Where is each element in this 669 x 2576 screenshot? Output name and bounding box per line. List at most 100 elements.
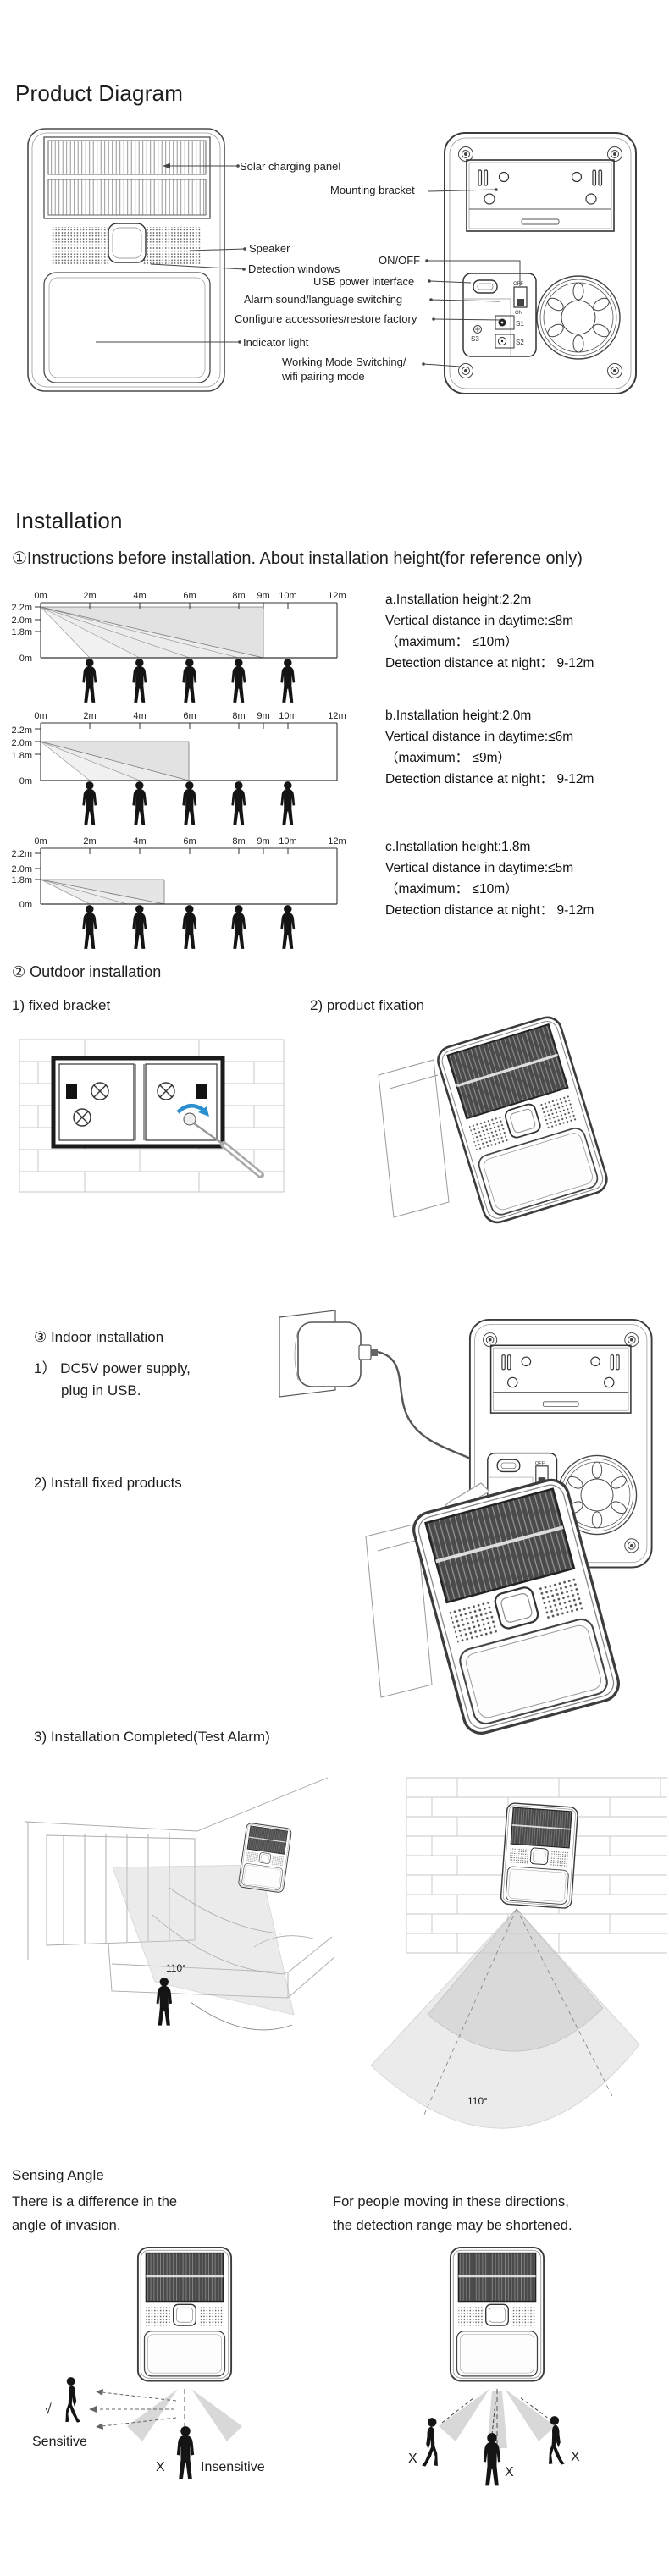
svg-text:9m: 9m	[257, 836, 269, 847]
insensitive-label: Insensitive	[201, 2460, 265, 2474]
back-device-drawing	[444, 132, 637, 394]
svg-text:1.8m: 1.8m	[12, 875, 32, 885]
svg-text:2.0m: 2.0m	[12, 864, 32, 874]
fixed-bracket-heading: 1) fixed bracket	[12, 997, 111, 1013]
fixed-bracket-drawing	[19, 1039, 285, 1193]
completed-room-scene	[25, 1777, 335, 2031]
case-b-text: b.Installation height:2.0m Vertical dist…	[385, 705, 594, 790]
product-diagram-title: Product Diagram	[15, 80, 184, 106]
svg-text:8m: 8m	[232, 836, 245, 847]
svg-text:8m: 8m	[232, 711, 245, 721]
label-indicator-light: Indicator light	[243, 336, 309, 349]
svg-text:12m: 12m	[328, 591, 346, 601]
height-ticks-c: 2.2m 2.0m 1.8m 0m	[12, 849, 32, 910]
check-mark: √	[44, 2402, 52, 2417]
x-mark-right-2: X	[505, 2465, 514, 2479]
svg-text:10m: 10m	[279, 711, 296, 721]
svg-text:10m: 10m	[279, 591, 296, 601]
persons-b	[82, 781, 296, 825]
svg-text:2.0m: 2.0m	[12, 738, 32, 748]
product-fixation-heading: 2) product fixation	[310, 997, 425, 1013]
installation-completed-heading: 3) Installation Completed(Test Alarm)	[34, 1729, 270, 1745]
sensing-left-drawing	[65, 2246, 242, 2479]
case-b-line3: （maximum： ≤9m）	[385, 751, 511, 765]
callout-leader-lines	[96, 163, 521, 367]
svg-text:9m: 9m	[257, 711, 269, 721]
svg-text:2.2m: 2.2m	[12, 603, 32, 613]
sensitive-label: Sensitive	[32, 2435, 87, 2449]
svg-text:2m: 2m	[83, 836, 96, 847]
height-ticks-a: 2.2m 2.0m 1.8m 0m	[12, 603, 32, 664]
svg-text:0m: 0m	[34, 591, 47, 601]
svg-text:2.0m: 2.0m	[12, 615, 32, 626]
angle-110-room: 110°	[166, 1962, 186, 1974]
x-mark-insensitive: X	[156, 2460, 165, 2474]
x-mark-right-1: X	[408, 2452, 417, 2466]
indoor-plug-drawing	[279, 1310, 500, 1476]
label-detection-windows: Detection windows	[248, 262, 340, 275]
svg-text:1.8m: 1.8m	[12, 627, 32, 637]
case-a-text: a.Installation height:2.2m Vertical dist…	[385, 589, 594, 674]
label-speaker: Speaker	[249, 242, 290, 255]
svg-text:0m: 0m	[34, 711, 47, 721]
svg-text:2m: 2m	[83, 711, 96, 721]
case-a-line2: Vertical distance in daytime:≤8m	[385, 614, 574, 628]
dc5v-line1: 1） DC5V power supply,	[34, 1360, 191, 1376]
svg-text:2m: 2m	[83, 591, 96, 601]
sensing-right-line2: the detection range may be shortened.	[333, 2218, 572, 2233]
case-a-line4: Detection distance at night： 9-12m	[385, 656, 594, 670]
case-b-line1: b.Installation height:2.0m	[385, 709, 532, 723]
label-working-mode-line2: wifi pairing mode	[282, 370, 365, 383]
front-device-drawing	[27, 128, 225, 392]
case-c-line2: Vertical distance in daytime:≤5m	[385, 861, 574, 875]
svg-text:2.2m: 2.2m	[12, 849, 32, 859]
sensing-left-line2: angle of invasion.	[12, 2218, 121, 2233]
svg-text:2.2m: 2.2m	[12, 725, 32, 736]
svg-text:0m: 0m	[19, 900, 32, 910]
svg-text:0m: 0m	[19, 654, 32, 664]
product-fixation-drawing	[378, 1012, 612, 1227]
svg-text:4m: 4m	[133, 711, 146, 721]
svg-text:0m: 0m	[19, 776, 32, 786]
svg-text:6m: 6m	[183, 711, 196, 721]
svg-text:6m: 6m	[183, 591, 196, 601]
sensing-right-drawing	[422, 2246, 565, 2486]
indoor-installation-heading: ③ Indoor installation	[34, 1329, 164, 1345]
label-on-off: ON/OFF	[379, 254, 421, 267]
installation-step1-heading: ①Instructions before installation. About…	[12, 549, 583, 568]
height-ticks-b: 2.2m 2.0m 1.8m 0m	[12, 725, 32, 786]
label-alarm-sound-language: Alarm sound/language switching	[244, 293, 403, 306]
case-c-line3: （maximum： ≤10m）	[385, 882, 518, 896]
svg-text:1.8m: 1.8m	[12, 751, 32, 761]
svg-text:4m: 4m	[133, 591, 146, 601]
svg-text:12m: 12m	[328, 711, 346, 721]
installation-title: Installation	[15, 508, 123, 533]
case-c-text: c.Installation height:1.8m Vertical dist…	[385, 836, 594, 921]
label-usb-power-interface: USB power interface	[313, 275, 415, 288]
label-mounting-bracket: Mounting bracket	[330, 184, 415, 196]
case-b-line2: Vertical distance in daytime:≤6m	[385, 730, 574, 744]
label-solar-charging-panel: Solar charging panel	[240, 160, 341, 173]
svg-text:6m: 6m	[183, 836, 196, 847]
svg-text:12m: 12m	[328, 836, 346, 847]
case-b-line4: Detection distance at night： 9-12m	[385, 772, 594, 786]
height-diagram-b: 0m 2m 4m 6m 8m 9m 10m 12m 2.2m 2.0m 1.8m 0m	[12, 711, 346, 825]
case-a-line3: （maximum： ≤10m）	[385, 635, 518, 649]
outdoor-installation-heading: ② Outdoor installation	[12, 963, 162, 980]
svg-text:0m: 0m	[34, 836, 47, 847]
label-configure-restore: Configure accessories/restore factory	[235, 312, 417, 325]
dc5v-line2: plug in USB.	[61, 1382, 141, 1398]
completed-brick-scene	[370, 1777, 667, 2129]
sensing-left-line1: There is a difference in the	[12, 2194, 178, 2209]
install-fixed-drawing	[365, 1476, 622, 1737]
x-mark-right-3: X	[571, 2450, 580, 2464]
svg-text:9m: 9m	[257, 591, 269, 601]
label-working-mode-line1: Working Mode Switching/	[282, 356, 406, 368]
case-a-line1: a.Installation height:2.2m	[385, 593, 532, 607]
svg-text:10m: 10m	[279, 836, 296, 847]
